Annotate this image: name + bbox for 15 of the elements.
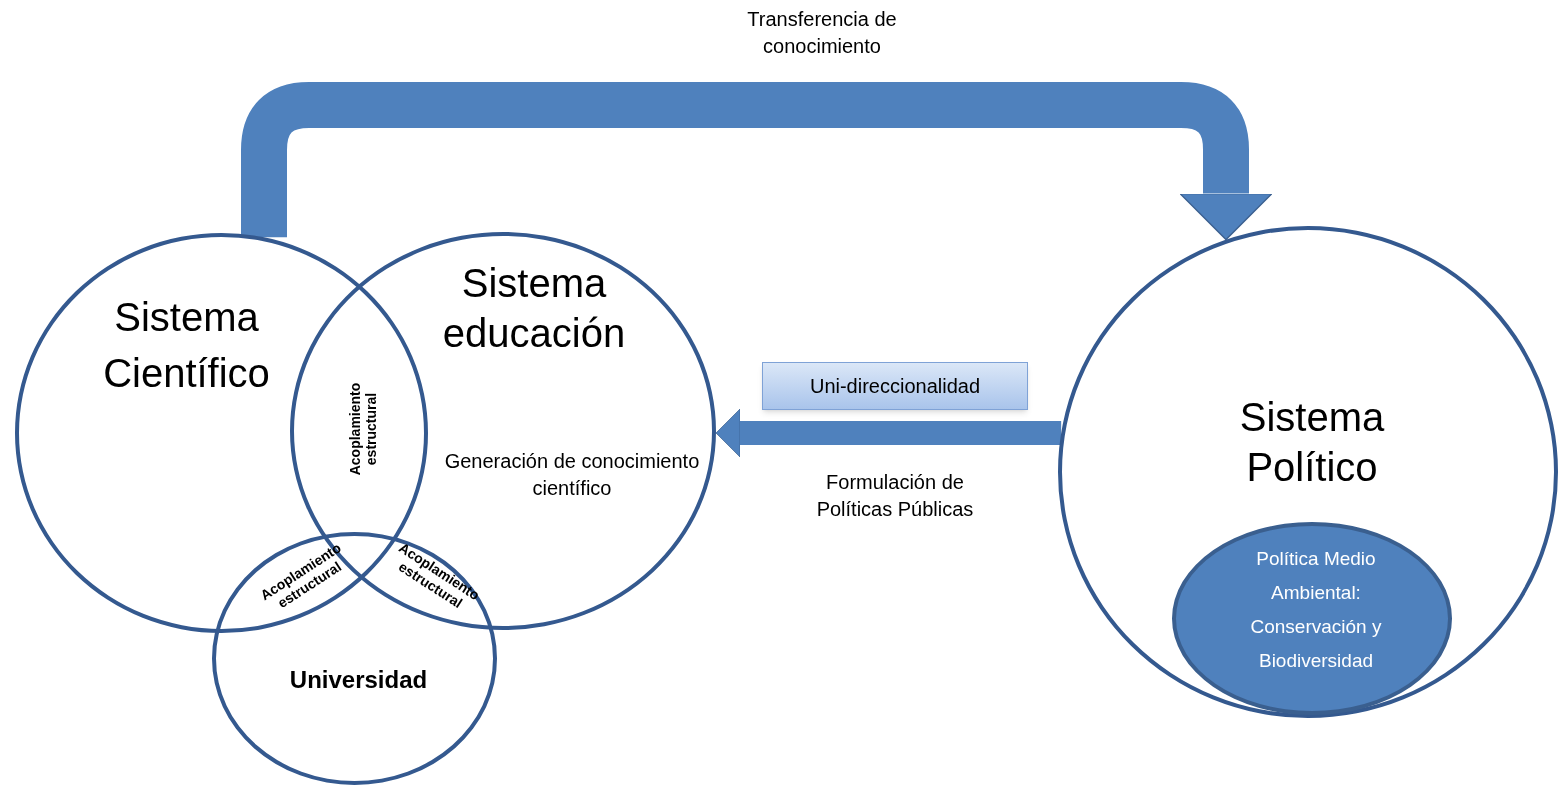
node-text: Generación de conocimiento científico	[444, 449, 700, 501]
node-title: Política Medio Ambiental: Conservación y Biodiversidad	[1249, 547, 1383, 673]
block-arrow	[241, 82, 1273, 241]
block-arrow	[715, 408, 1062, 458]
node-title: Universidad	[288, 665, 429, 695]
edge-label: Transferencia de conocimiento	[746, 7, 898, 59]
node-title: Sistema educación	[441, 260, 627, 357]
node-title: Sistema Político	[1238, 394, 1386, 491]
node-title: Sistema Científico	[102, 294, 271, 397]
system-circle	[212, 532, 497, 785]
label-box	[762, 362, 1028, 410]
overlap-label: Acoplamiento estructural	[347, 381, 379, 478]
node-title: Uni-direccionalidad	[809, 374, 981, 399]
edge-label: Formulación de Políticas Públicas	[815, 470, 975, 522]
system-circle	[1058, 226, 1558, 718]
